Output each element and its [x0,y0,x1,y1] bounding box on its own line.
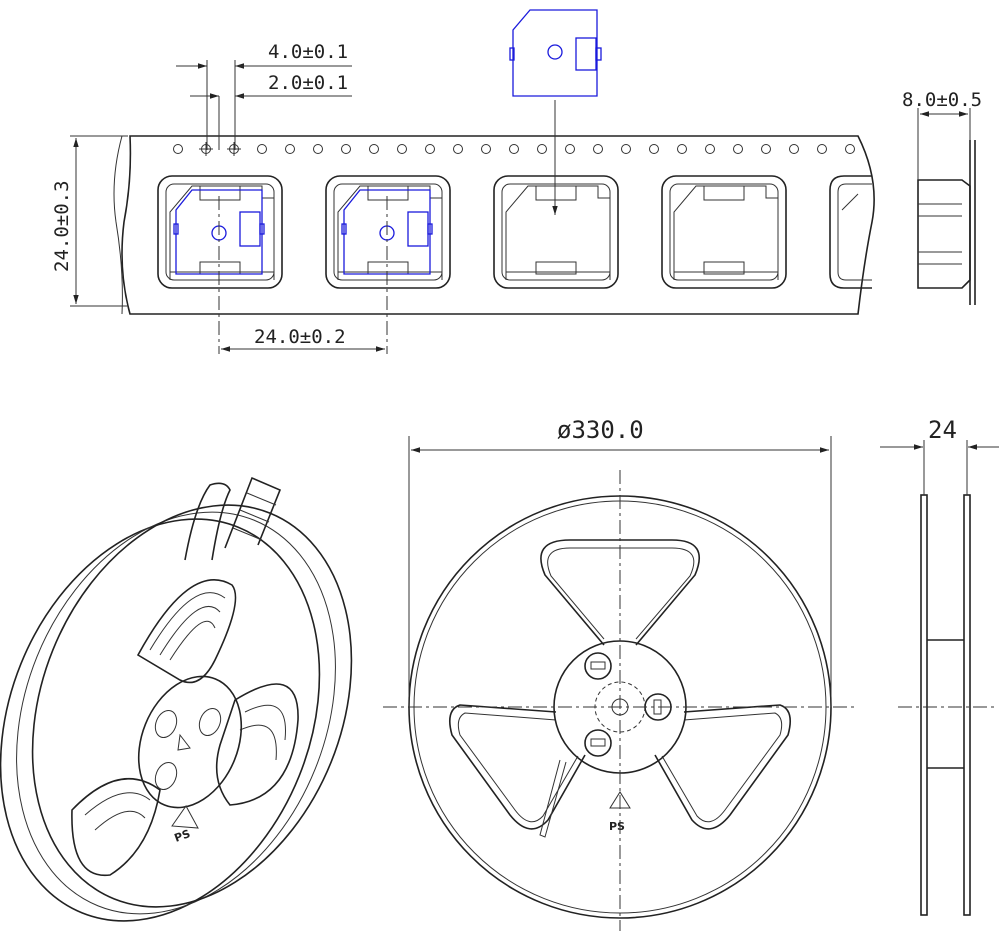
carrier-tape-top-view: 4.0±0.1 2.0±0.1 24.0±0.3 24.0±0.2 [51,41,875,354]
pocket [829,175,872,289]
reel-marking-iso: PS [173,827,193,845]
recycle-mark-icon [171,805,199,829]
reel-diameter-label: ø330.0 [557,416,644,444]
sprocket-hole [649,144,659,154]
pocket [661,175,787,289]
sprocket-hole [509,144,519,154]
sprocket-hole [453,144,463,154]
sprocket-hole [397,144,407,154]
sprocket-hole [733,144,743,154]
sprocket-hole [313,144,323,154]
reel-windings [84,592,286,831]
component-detail [509,9,602,215]
sprocket-hole [761,144,771,154]
sprocket-hole [677,144,687,154]
pocket [157,175,283,289]
sprocket-hole [789,144,799,154]
sprocket-hole [481,144,491,154]
pocket-pitch-label: 24.0±0.2 [254,326,346,348]
sprocket-hole [593,144,603,154]
sprocket-hole [369,144,379,154]
tape-side-view: 8.0±0.5 [902,89,982,305]
sprocket-hole [537,144,547,154]
sprocket-hole [845,144,855,154]
tape-pockets [157,175,872,289]
reel-side-view: 24 [880,416,999,916]
tape-thickness-label: 8.0±0.5 [902,89,982,111]
sprocket-pitch-label: 4.0±0.1 [268,41,348,63]
pocket [493,175,619,289]
sprocket-hole [565,144,575,154]
sprocket-hole [341,144,351,154]
hole-offset-label: 2.0±0.1 [268,72,348,94]
reel-front-view: PS ø330.0 [383,416,858,931]
sprocket-hole [705,144,715,154]
tape-width-label: 24.0±0.3 [51,180,73,272]
sprocket-hole [285,144,295,154]
reel-isometric-view: PS [0,476,353,922]
sprocket-hole [425,144,435,154]
reel-marking-front: PS [609,820,625,833]
sprocket-holes [173,142,855,156]
sprocket-hole [257,144,267,154]
sprocket-hole [817,144,827,154]
sprocket-hole [173,144,183,154]
reel-width-label: 24 [928,416,957,444]
pocket [325,175,451,289]
sprocket-hole [621,144,631,154]
